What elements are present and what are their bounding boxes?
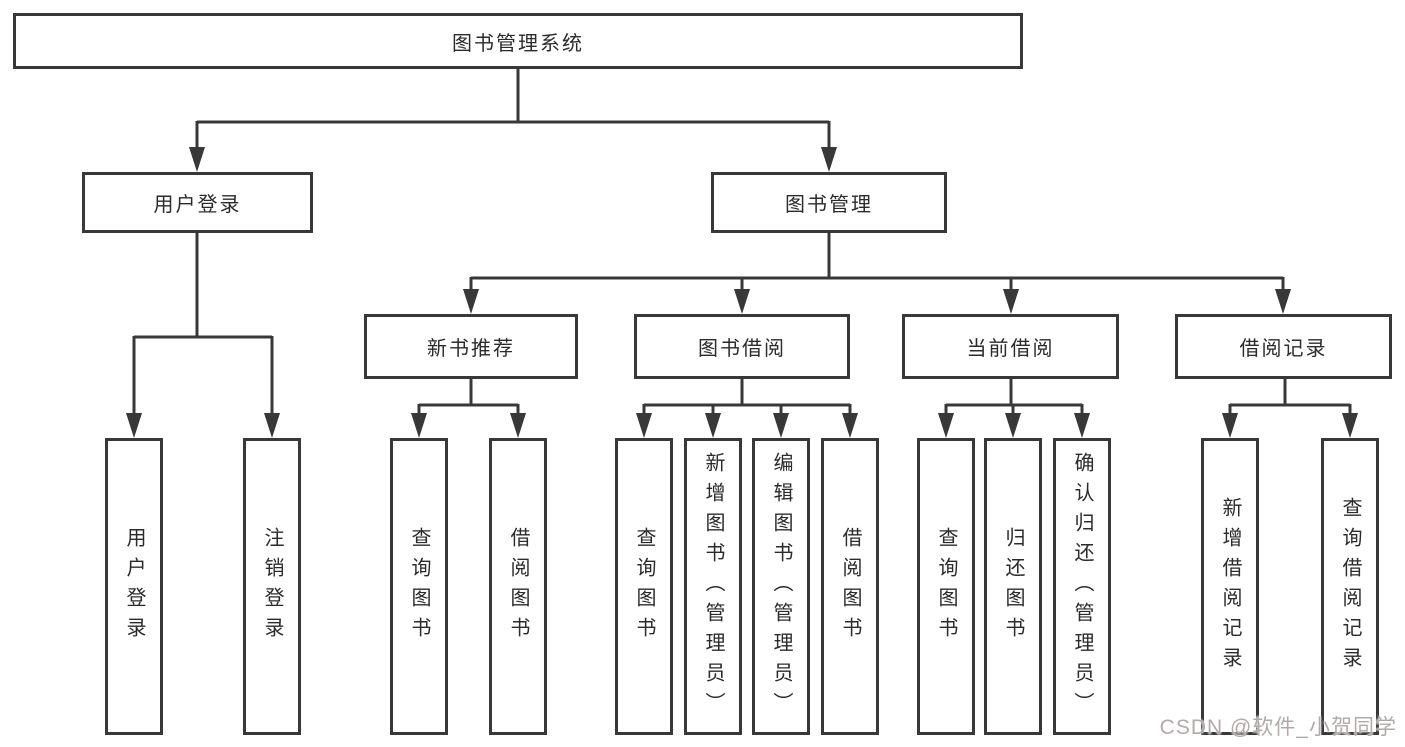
leaf-borrow-edit-admin: 编辑图书（管理员） (752, 438, 810, 735)
arrow-down-icon (126, 413, 142, 438)
arrow-down-icon (1275, 289, 1291, 314)
watermark: CSDN @软件_小贺同学 (1159, 716, 1397, 739)
arrow-down-icon (264, 413, 280, 438)
leaf-borrow-query: 查询图书 (615, 438, 673, 735)
arrow-down-icon (1003, 289, 1019, 314)
connector-newbook-to-leaves (419, 379, 518, 407)
arrow-down-icon (1342, 413, 1358, 438)
connector-borrow-to-leaves (644, 379, 850, 407)
arrow-down-icon (636, 413, 652, 438)
node-root: 图书管理系统 (13, 13, 1023, 69)
leaf-records-add: 新增借阅记录 (1201, 438, 1259, 735)
arrow-down-icon (938, 413, 954, 438)
arrow-down-icon (463, 289, 479, 314)
arrow-down-icon (189, 147, 205, 172)
node-book-management: 图书管理 (711, 172, 947, 233)
leaf-newbook-borrow: 借阅图书 (489, 438, 547, 735)
connector-root-to-level2 (197, 69, 829, 124)
arrow-down-icon (705, 413, 721, 438)
connector-arrowheads (126, 121, 1358, 438)
arrow-down-icon (842, 413, 858, 438)
arrow-down-icon (411, 413, 427, 438)
arrow-down-icon (773, 413, 789, 438)
node-borrow-records: 借阅记录 (1175, 314, 1392, 379)
node-book-borrow: 图书借阅 (634, 314, 850, 379)
leaf-user-login: 用户登录 (105, 438, 163, 735)
leaf-logout: 注销登录 (243, 438, 301, 735)
arrow-down-icon (734, 289, 750, 314)
leaf-borrow-lend: 借阅图书 (821, 438, 879, 735)
node-user-login: 用户登录 (82, 172, 313, 233)
arrow-down-icon (821, 147, 837, 172)
connector-bookmgmt-to-level3 (471, 233, 1283, 280)
leaf-current-confirm-admin: 确认归还（管理员） (1053, 438, 1111, 735)
connector-current-to-leaves (946, 379, 1082, 407)
arrow-down-icon (1074, 413, 1090, 438)
leaf-current-query: 查询图书 (917, 438, 975, 735)
leaf-newbook-query: 查询图书 (390, 438, 448, 735)
connector-records-to-leaves (1230, 379, 1350, 407)
leaf-records-query: 查询借阅记录 (1321, 438, 1379, 735)
arrow-down-icon (1005, 413, 1021, 438)
connector-userlogin-to-leaves (134, 233, 272, 339)
node-new-book-recommend: 新书推荐 (364, 314, 578, 379)
leaf-current-return: 归还图书 (984, 438, 1042, 735)
arrow-down-icon (1222, 413, 1238, 438)
node-current-borrow: 当前借阅 (902, 314, 1119, 379)
arrow-down-icon (510, 413, 526, 438)
leaf-borrow-add-admin: 新增图书（管理员） (684, 438, 742, 735)
